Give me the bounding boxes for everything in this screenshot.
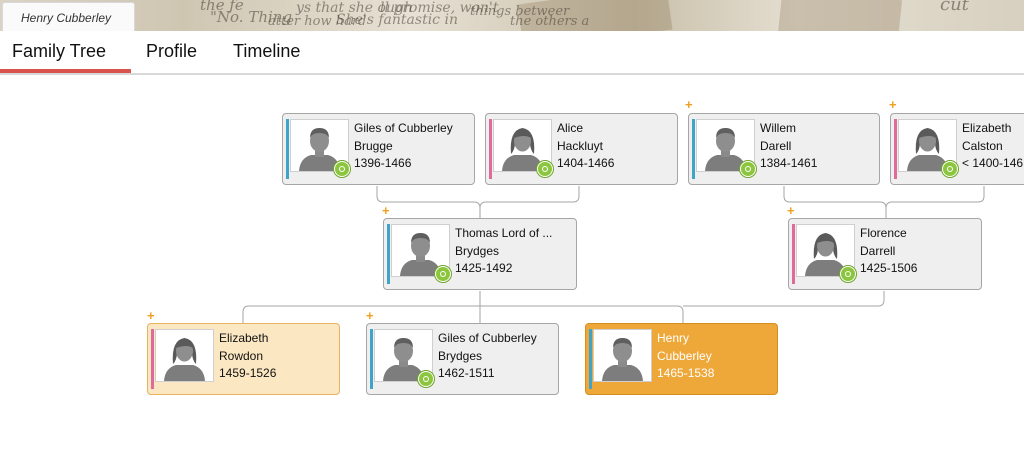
person-surname: Calston bbox=[962, 138, 1003, 153]
person-dates: 1465-1538 bbox=[657, 366, 715, 380]
connector-line bbox=[885, 186, 985, 209]
hint-badge-icon[interactable] bbox=[740, 161, 756, 177]
person-given-name: Elizabeth bbox=[219, 331, 269, 345]
connector-line bbox=[376, 186, 481, 218]
person-surname: Darell bbox=[760, 138, 792, 153]
hint-badge-icon[interactable] bbox=[334, 161, 350, 177]
person-given-name: Henry bbox=[657, 331, 690, 345]
gender-bar bbox=[286, 119, 289, 179]
person-given-name: Willem bbox=[760, 121, 796, 135]
main-nav: Family Tree Profile Timeline bbox=[0, 31, 1024, 75]
expand-plus-icon[interactable]: + bbox=[147, 308, 155, 323]
person-given-name: Elizabeth bbox=[962, 121, 1012, 135]
person-given-name: Giles bbox=[354, 121, 382, 135]
tab-timeline[interactable]: Timeline bbox=[233, 41, 301, 61]
connector-line bbox=[683, 291, 885, 307]
banner-scrawl: ll promise, won't bbox=[380, 0, 499, 16]
banner-scrawl: atter how hard bbox=[268, 14, 367, 29]
person-surname: Cubberley bbox=[657, 348, 712, 363]
female-avatar-icon bbox=[155, 329, 214, 382]
person-surname: Rowdon bbox=[219, 348, 264, 363]
person-surname: Brugge bbox=[354, 138, 393, 153]
banner-scrawl: She's fantastic in bbox=[336, 12, 458, 28]
person-given-name: Thomas Lord of ... bbox=[455, 226, 553, 240]
person-dates: 1396-1466 bbox=[354, 156, 412, 170]
hint-badge-icon[interactable] bbox=[537, 161, 553, 177]
person-name-tab-label: Henry Cubberley bbox=[21, 11, 112, 25]
banner-scrawl: the fe bbox=[200, 0, 244, 14]
active-tab-indicator bbox=[0, 69, 131, 73]
person-dates: 1462-1511 bbox=[438, 366, 495, 380]
banner-scrawl: things betweer bbox=[470, 4, 570, 19]
expand-plus-icon[interactable]: + bbox=[889, 97, 897, 112]
person-name-tab[interactable]: Henry Cubberley bbox=[2, 2, 135, 31]
gender-bar bbox=[792, 224, 795, 284]
person-surname: Hackluyt bbox=[557, 138, 604, 153]
tab-profile[interactable]: Profile bbox=[146, 41, 198, 61]
person-name-extra: of Cubberley bbox=[384, 121, 453, 135]
person-given-name: Alice bbox=[557, 121, 584, 135]
connector-line bbox=[479, 186, 580, 209]
hint-badge-icon[interactable] bbox=[840, 266, 856, 282]
hint-badge-icon[interactable] bbox=[418, 371, 434, 387]
person-dates: 1459-1526 bbox=[219, 366, 277, 380]
banner-scrawl: the others a bbox=[510, 14, 590, 29]
person-dates: 1384-1461 bbox=[760, 156, 818, 170]
expand-plus-icon[interactable]: + bbox=[685, 97, 693, 112]
person-dates: 1425-1492 bbox=[455, 261, 513, 275]
male-avatar-icon bbox=[374, 329, 433, 382]
expand-plus-icon[interactable]: + bbox=[382, 203, 390, 218]
header-banner: the fe "No. Thing atter how hard ys that… bbox=[0, 0, 1024, 31]
person-given-name: Florence bbox=[860, 226, 907, 240]
connector-line bbox=[783, 186, 887, 218]
person-dates: 1404-1466 bbox=[557, 156, 615, 170]
person-dates: 1425-1506 bbox=[860, 261, 918, 275]
male-avatar-icon bbox=[593, 329, 652, 382]
person-surname: Brydges bbox=[438, 348, 483, 363]
gender-bar bbox=[489, 119, 492, 179]
person-given-name: Giles bbox=[438, 331, 466, 345]
gender-bar bbox=[894, 119, 897, 179]
expand-plus-icon[interactable]: + bbox=[787, 203, 795, 218]
person-surname: Brydges bbox=[455, 243, 500, 258]
expand-plus-icon[interactable]: + bbox=[366, 308, 374, 323]
hint-badge-icon[interactable] bbox=[942, 161, 958, 177]
connector-line bbox=[242, 305, 684, 323]
gender-bar bbox=[151, 329, 154, 389]
gender-bar bbox=[370, 329, 373, 389]
person-details: Thomas Lord of ... Brydges 1425-1492 bbox=[455, 225, 574, 278]
gender-bar bbox=[589, 329, 592, 389]
person-surname: Darrell bbox=[860, 243, 896, 258]
person-card-thomas-brydges[interactable]: Thomas Lord of ... Brydges 1425-1492 bbox=[383, 218, 577, 290]
banner-scrawl: cut bbox=[940, 0, 969, 15]
tab-family-tree[interactable]: Family Tree bbox=[12, 41, 107, 61]
banner-scrawl: "No. Thing bbox=[210, 8, 293, 26]
hint-badge-icon[interactable] bbox=[435, 266, 451, 282]
gender-bar bbox=[387, 224, 390, 284]
banner-scrawl: ys that she ough bbox=[296, 0, 413, 16]
gender-bar bbox=[692, 119, 695, 179]
person-dates: < 1400-146 bbox=[962, 156, 1024, 170]
person-name-extra: of Cubberley bbox=[468, 331, 537, 345]
